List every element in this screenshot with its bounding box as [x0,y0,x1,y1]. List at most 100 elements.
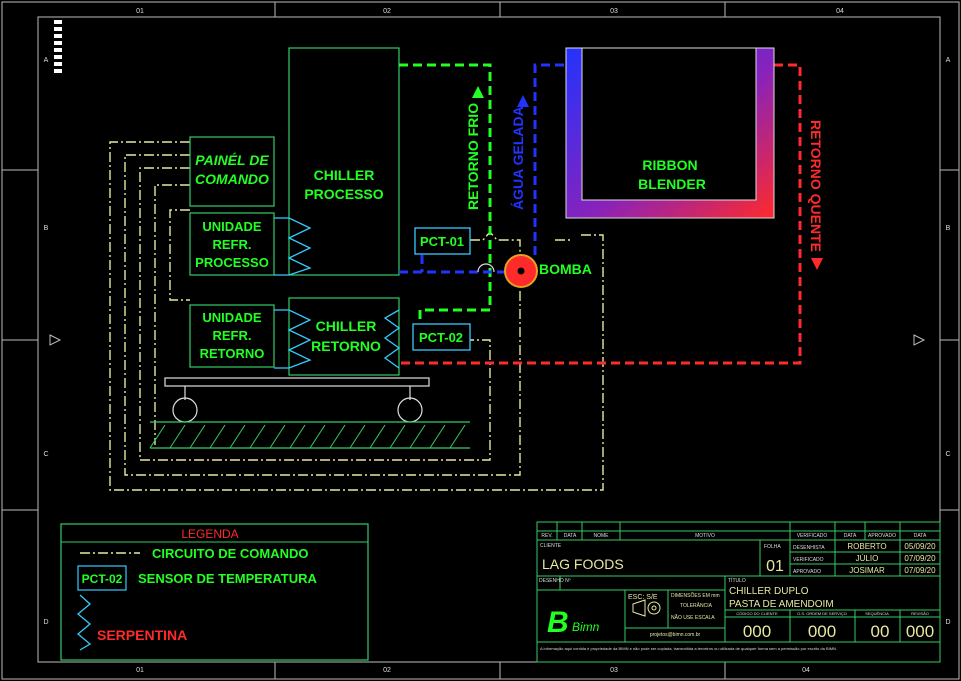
svg-text:B: B [547,606,569,639]
row-label: C [43,451,48,458]
svg-text:RETORNO: RETORNO [311,338,381,354]
legend-sensor-code: PCT-02 [82,572,123,586]
label-agua-gelada: ÁGUA GELADA [510,106,526,210]
unidade-refr-processo: UNIDADE REFR. PROCESSO [189,212,275,276]
border-labels: 01 02 03 04 01 02 03 04 A B C D A B C D [43,8,950,674]
svg-text:VERIFICADO: VERIFICADO [797,533,828,539]
svg-text:O.S. ORDEM DE SERVIÇO: O.S. ORDEM DE SERVIÇO [797,611,847,616]
legend: LEGENDA CIRCUITO DE COMANDO PCT-02 SENSO… [60,523,369,661]
svg-text:MOTIVO: MOTIVO [695,533,715,539]
row-label: A [946,57,951,64]
col-label: 01 [136,667,144,674]
col-label: 03 [610,667,618,674]
svg-text:ESC: S/E: ESC: S/E [628,594,658,601]
legend-title: LEGENDA [181,527,238,541]
title-block-text: REV. DATA NOME MOTIVO VERIFICADO DATA AP… [539,533,936,651]
legend-coil: SERPENTINA [97,627,187,643]
svg-text:CHILLER: CHILLER [314,167,375,183]
flow-labels: RETORNO FRIO ÁGUA GELADA RETORNO QUENTE [465,86,824,270]
svg-text:REV.: REV. [541,533,552,539]
svg-text:APROVADO: APROVADO [793,569,821,575]
svg-text:07/09/20: 07/09/20 [904,566,936,575]
col-label: 02 [383,667,391,674]
svg-text:VERIFICADO: VERIFICADO [793,557,824,563]
svg-text:FOLHA: FOLHA [764,544,781,550]
disclaimer: A informação aqui contida é propriedade … [540,646,837,651]
svg-text:PAINÉL DE: PAINÉL DE [195,152,269,168]
svg-text:BLENDER: BLENDER [638,176,706,192]
equipment-base [150,377,470,449]
ribbon-blender: RIBBON BLENDER [565,47,775,219]
chiller-retorno: CHILLER RETORNO [288,297,400,376]
svg-text:CÓDIGO DO CLIENTE: CÓDIGO DO CLIENTE [736,611,778,616]
row-label: D [945,619,950,626]
title-block [536,521,941,663]
svg-text:projetos@bimn.com.br: projetos@bimn.com.br [650,632,701,638]
row-label: C [945,451,950,458]
svg-text:ROBERTO: ROBERTO [847,542,886,551]
svg-text:05/09/20: 05/09/20 [904,542,936,551]
svg-text:REVISÃO: REVISÃO [911,611,929,616]
svg-text:TÍTULO: TÍTULO [728,577,746,584]
svg-text:CLIENTE: CLIENTE [540,543,562,549]
svg-text:PCT-02: PCT-02 [419,330,463,345]
pipe-retorno-frio [399,63,492,322]
panel-comando: PAINÉL DE COMANDO [189,136,275,207]
svg-text:COMANDO: COMANDO [195,171,269,187]
svg-text:000: 000 [743,622,771,641]
svg-text:DATA: DATA [914,533,927,539]
svg-text:REFR.: REFR. [213,237,252,252]
projection-symbol-icon [632,599,661,617]
col-label: 03 [610,8,618,15]
unidade-refr-retorno: UNIDADE REFR. RETORNO [189,304,275,368]
svg-text:RETORNO: RETORNO [200,346,265,361]
svg-text:DATA: DATA [844,533,857,539]
svg-text:SEQUÊNCIA: SEQUÊNCIA [865,611,889,616]
pipe-retorno-quente [399,63,802,365]
svg-text:PCT-01: PCT-01 [420,234,464,249]
svg-text:TOLERÂNCIA: TOLERÂNCIA [680,602,713,609]
ground-hatch [149,424,466,449]
row-label: B [44,225,49,232]
company-logo: B Bimn [547,606,600,639]
svg-text:PROCESSO: PROCESSO [304,186,383,202]
label-retorno-frio: RETORNO FRIO [465,103,481,210]
svg-text:APROVADO: APROVADO [868,533,896,539]
svg-text:UNIDADE: UNIDADE [202,219,262,234]
svg-text:JÚLIO: JÚLIO [856,554,879,563]
chiller-processo: CHILLER PROCESSO [288,47,400,276]
legend-circuit: CIRCUITO DE COMANDO [152,546,308,561]
svg-text:NOME: NOME [594,533,610,539]
row-label: B [946,225,951,232]
svg-text:JOSIMAR: JOSIMAR [849,566,885,575]
svg-text:Bimn: Bimn [572,620,600,634]
bomba-label: BOMBA [539,261,592,277]
svg-text:000: 000 [808,622,836,641]
sheet-number: 01 [766,558,784,575]
row-label: D [43,619,48,626]
control-circuit-lines [109,141,604,491]
svg-text:PROCESSO: PROCESSO [195,255,269,270]
svg-text:REFR.: REFR. [213,328,252,343]
title-line-2: PASTA DE AMENDOIM [729,599,834,610]
svg-text:07/09/20: 07/09/20 [904,554,936,563]
row-label: A [44,57,49,64]
bomba-pump: BOMBA [477,254,592,288]
col-label: 02 [383,8,391,15]
label-retorno-quente: RETORNO QUENTE [808,120,824,252]
col-label: 04 [802,667,810,674]
sensor-pct-01: PCT-01 [414,227,471,255]
col-label: 01 [136,8,144,15]
svg-text:DIMENSÕES EM mm: DIMENSÕES EM mm [671,592,720,599]
client-name: LAG FOODS [542,556,624,572]
svg-text:UNIDADE: UNIDADE [202,310,262,325]
col-label: 04 [836,8,844,15]
svg-text:000: 000 [906,622,934,641]
title-line-1: CHILLER DUPLO [729,586,809,597]
svg-text:DESENHISTA: DESENHISTA [793,545,825,551]
pipe-agua-gelada [399,63,566,274]
frame-marker-bars [54,20,62,73]
svg-text:DATA: DATA [564,533,577,539]
